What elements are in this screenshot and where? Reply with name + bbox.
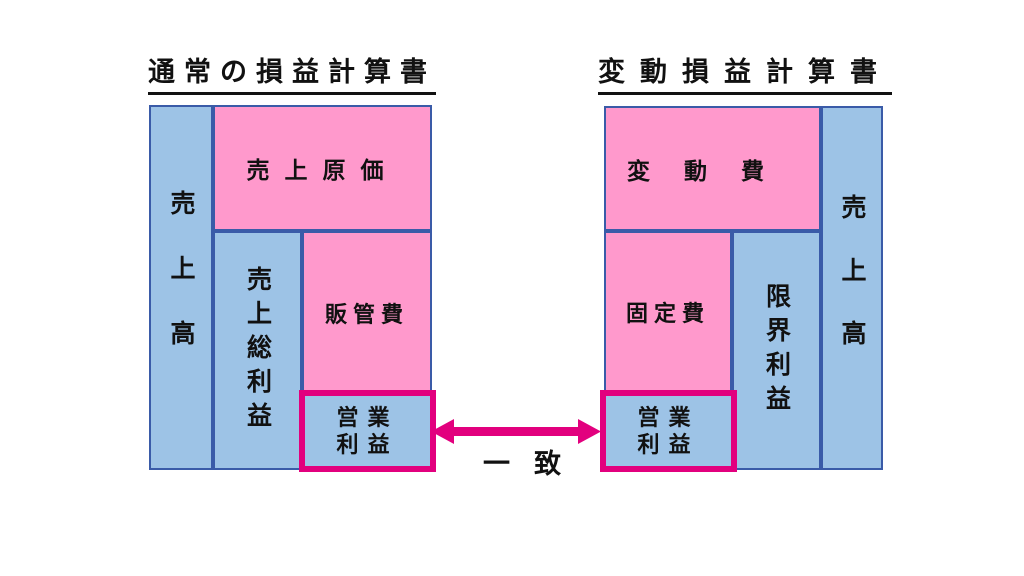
right-marginal-profit-label: 限界利益 [762,282,791,419]
right-variable-costs-box: 変動費 [604,106,821,231]
left-statement-title: 通常の損益計算書 [148,50,436,95]
right-variable-costs-label: 変動費 [627,157,798,184]
right-operating-profit-line2: 利益 [637,432,700,457]
right-fixed-costs-box: 固定費 [604,231,732,393]
left-sales-label: 売上高 [167,190,195,385]
left-operating-profit-line1: 営業 [336,405,399,430]
right-statement-title-text: 変動損益計算書 [598,50,892,95]
right-fixed-costs-label: 固定費 [625,301,710,326]
left-cost-of-sales-label: 売上原価 [246,157,399,183]
left-gross-profit-box: 売上総利益 [213,231,302,470]
right-sales-label: 売上高 [838,193,866,383]
right-operating-profit-box: 営業 利益 [600,390,737,472]
match-arrow-icon [431,418,601,445]
match-label: 一致 [483,449,585,479]
left-sga-expenses-label: 販管費 [324,301,409,327]
left-cost-of-sales-box: 売上原価 [213,105,432,231]
left-operating-profit-box: 営業 利益 [299,390,436,472]
right-sales-box: 売上高 [821,106,883,470]
right-marginal-profit-box: 限界利益 [732,231,821,470]
left-sga-expenses-box: 販管費 [302,231,432,394]
left-statement-title-text: 通常の損益計算書 [148,50,436,95]
left-operating-profit-line2: 利益 [336,432,399,457]
left-gross-profit-label: 売上総利益 [243,265,272,436]
right-operating-profit-line1: 営業 [637,405,700,430]
left-sales-box: 売上高 [149,105,213,470]
right-statement-title: 変動損益計算書 [598,50,892,95]
